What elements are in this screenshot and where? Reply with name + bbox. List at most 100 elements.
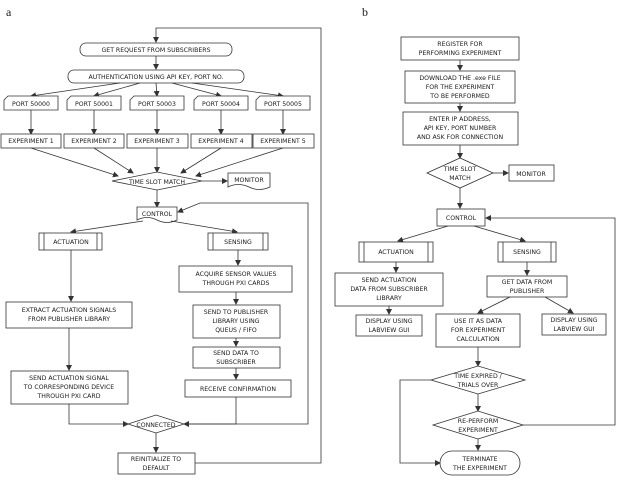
time-expired-diamond [429,365,527,395]
send-data-subscriber-line-2: SUBSCRIBER [216,359,256,366]
send-actuation-data-line-1: SEND ACTUATION [362,277,417,284]
port-label-5: PORT 50005 [264,101,302,108]
register-line-2: PERFORMING EXPERIMENT [419,50,502,57]
actuation-text: ACTUATION [53,239,89,246]
reinitialize-box [117,452,196,475]
acquire-sensor-box [178,265,293,293]
send-data-subscriber-line-1: SEND DATA TO [213,350,259,357]
reinitialize-line-2: DEFAULT [143,465,170,472]
b-monitor-box [508,164,555,182]
port-box-1: PORT 50000 [3,95,59,111]
display-right-box [541,313,607,336]
time-slot-match-text: TIME SLOT MATCH [128,179,185,186]
experiment-box-5 [252,133,315,149]
acquire-sensor-line-1: ACQUIRE SENSOR VALUES [196,271,277,278]
reinitialize-line-1: REINITIALIZE TO [131,456,181,463]
b-sensing-text: SENSING [513,249,541,256]
send-actuation-signal-line-3: THROUGH PXI CARD [37,393,101,400]
b-actuation-text: ACTUATION [378,249,414,256]
send-actuation-signal-line-1: SEND ACTUATION SIGNAL [29,375,109,382]
extract-actuation-line-2: FROM PUBLISHER LIBRARY [28,316,110,323]
port-label-1: PORT 50000 [12,101,50,108]
b-time-slot-match-line-2: MATCH [449,175,471,182]
b-monitor-text: MONITOR [516,171,546,178]
monitor-document [227,172,271,190]
display-right-line-1: DISPLAY USING [550,317,597,324]
time-expired-line-2: TRIALS OVER [457,382,499,389]
send-actuation-data-box [334,272,444,307]
send-actuation-data-line-3: LIBRARY [376,295,402,302]
get-request-text: GET REQUEST FROM SUBSCRIBERS [101,47,210,54]
receive-confirmation-box [184,379,292,398]
actuation-box [38,232,103,251]
port-label-3: PORT 50003 [138,101,176,108]
display-left-line-1: DISPLAY USING [365,318,412,325]
b-control-text: CONTROL [446,215,477,222]
port-box-5: PORT 50005 [255,95,311,111]
experiment-label-2: EXPERIMENT 2 [71,138,117,145]
acquire-sensor-line-2: THROUGH PXI CARDS [202,280,270,287]
panel-b: b REGISTER FOR PERFORMING EXPERIMENT DOW… [334,5,616,476]
display-right-line-2: LABVIEW GUI [553,326,594,333]
enter-ip-line-1: ENTER IP ADDRESS, [429,116,491,123]
terminate-line-2: THE EXPERIMENT [452,465,507,472]
send-actuation-signal-line-2: TO CORRESPONDING DEVICE [23,384,115,391]
time-expired-line-1: TIME EXPIRED / [453,373,502,380]
port-label-2: PORT 50001 [75,101,113,108]
panel-a-label: a [6,5,12,19]
port-box-4: PORT 50004 [193,95,249,111]
use-data-line-3: CALCULATION [456,336,500,343]
port-label-4: PORT 50004 [202,101,240,108]
get-data-box [486,275,568,298]
experiment-box-4 [190,133,253,149]
use-data-box [435,313,521,348]
display-left-line-2: LABVIEW GUI [368,327,409,334]
get-data-line-1: GET DATA FROM [502,279,552,286]
terminate-line-1: TERMINATE [461,456,497,463]
panel-b-label: b [362,5,368,19]
enter-ip-line-3: AND ASK FOR CONNECTION [417,134,504,141]
port-box-3: PORT 50003 [129,95,185,111]
control-box [136,206,178,223]
control-text: CONTROL [142,211,173,218]
experiment-label-1: EXPERIMENT 1 [8,138,54,145]
send-actuation-data-line-2: DATA FROM SUBSCRIBER [350,286,428,293]
experiment-label-3: EXPERIMENT 3 [134,138,180,145]
send-to-publisher-line-1: SEND TO PUBLISHER [204,309,269,316]
download-line-2: FOR THE EXPERIMENT [426,84,495,91]
port-box-2: PORT 50001 [66,95,122,111]
experiment-label-4: EXPERIMENT 4 [198,138,244,145]
experiment-label-5: EXPERIMENT 5 [260,138,306,145]
panel-a: a GET REQUEST FROM SUBSCRIBERS AUTHENTIC… [0,5,322,475]
terminate-box [439,450,521,476]
receive-confirmation-text: RECEIVE CONFIRMATION [200,386,276,393]
display-left-box [355,314,423,337]
use-data-line-1: USE IT AS DATA [454,318,503,325]
b-time-slot-match-diamond [426,157,494,189]
send-to-publisher-line-3: QUEUS / FIFO [215,327,257,334]
extract-actuation-box [5,301,133,329]
connected-text: CONNECTED [136,422,175,429]
enter-ip-line-2: API KEY, PORT NUMBER [424,125,497,132]
get-data-line-2: PUBLISHER [510,288,545,295]
send-actuation-signal-box [10,370,129,405]
register-line-1: REGISTER FOR [437,41,483,48]
download-box [404,70,516,104]
download-line-1: DOWNLOAD THE .exe FILE [419,75,500,82]
sensing-text: SENSING [224,239,252,246]
send-to-publisher-line-2: LIBRARY USING [212,318,259,325]
use-data-line-2: FOR EXPERIMENT [451,327,505,334]
send-to-publisher-box [192,304,281,339]
enter-ip-box [402,111,519,146]
monitor-text: MONITOR [234,177,264,184]
re-perform-line-1: RE-PERFORM [458,418,498,425]
b-time-slot-match-line-1: TIME SLOT [443,166,477,173]
send-data-subscriber-box [192,346,281,369]
experiment-box-3 [126,133,189,149]
download-line-3: TO BE PERFORMED [429,93,490,100]
re-perform-diamond [431,410,525,440]
re-perform-line-2: EXPERIMENT [458,427,498,434]
extract-actuation-line-1: EXTRACT ACTUATION SIGNALS [22,307,116,314]
